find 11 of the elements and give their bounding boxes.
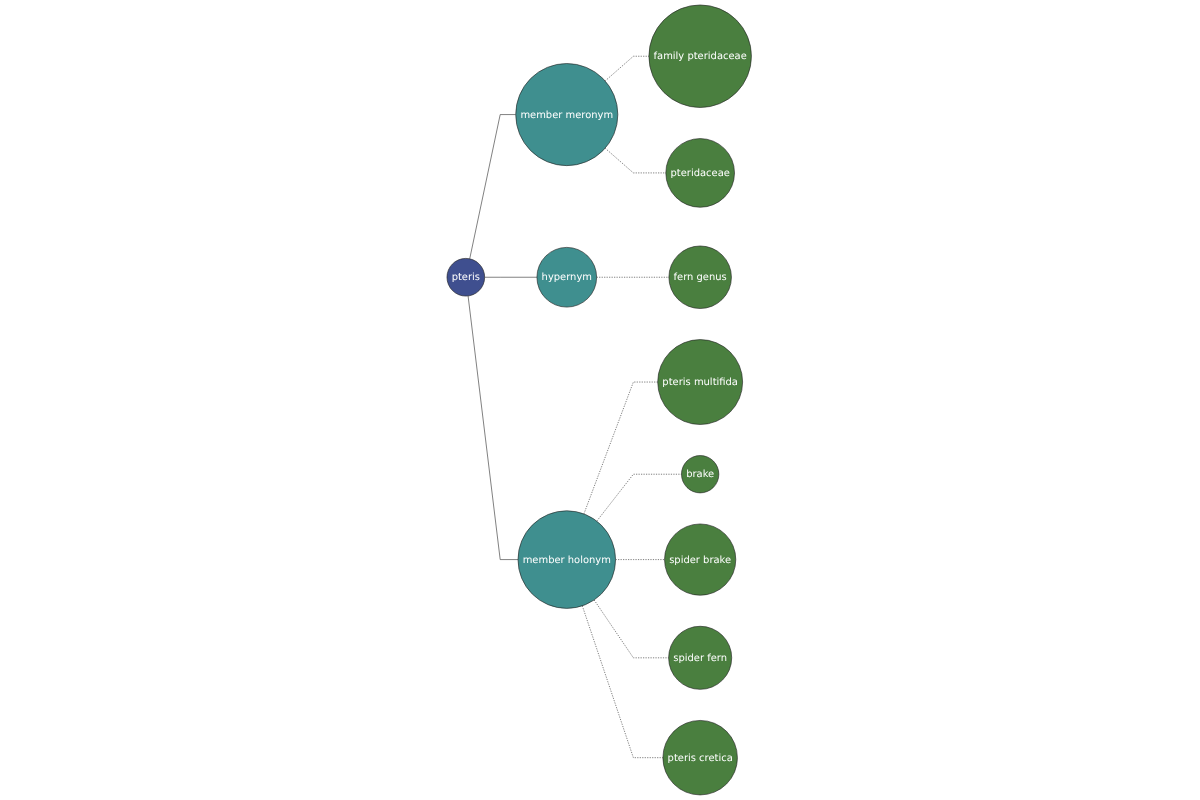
connector xyxy=(584,381,659,515)
connector xyxy=(597,276,670,278)
connector xyxy=(605,55,650,82)
connector xyxy=(594,599,670,659)
connector xyxy=(468,295,520,560)
connector xyxy=(582,605,664,758)
connector xyxy=(616,559,666,560)
connector xyxy=(470,114,517,260)
connector xyxy=(485,276,538,278)
connector xyxy=(605,147,667,174)
connector xyxy=(597,473,683,522)
